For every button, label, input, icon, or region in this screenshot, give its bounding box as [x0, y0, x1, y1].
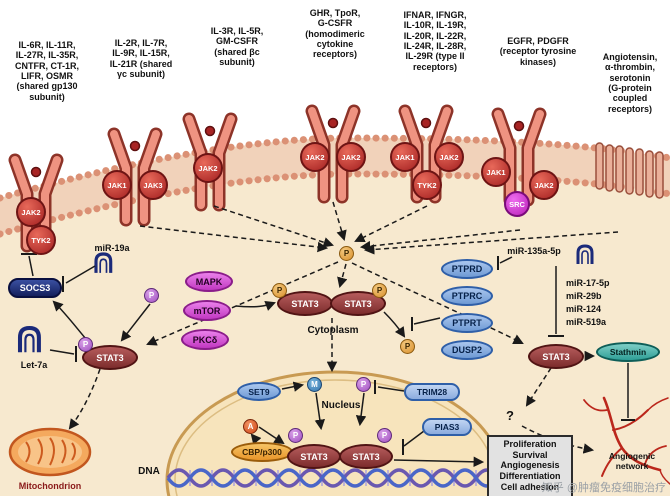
dusp2-node: DUSP2 — [441, 340, 493, 360]
mapk-node: MAPK — [185, 271, 233, 292]
mir135a-label: miR-135a-5p — [507, 246, 561, 256]
jak3-badge: JAK3 — [138, 170, 168, 200]
dna-label: DNA — [138, 466, 160, 477]
ptprd-node: PTPRD — [441, 259, 493, 279]
stat3-node-dimer-left: STAT3 — [277, 291, 333, 316]
nucleus-label: Nucleus — [321, 400, 361, 411]
mir-list-item: miR-17-5p — [566, 278, 610, 288]
outcome-item: Survival — [512, 449, 548, 460]
cell-body — [0, 174, 670, 496]
receptor-label-betac: IL-3R, IL-5R, GM-CSFR (shared βc subunit… — [210, 26, 264, 68]
gpcr-receptor-icon — [595, 142, 664, 199]
outcome-item: Angiogenesis — [500, 460, 560, 471]
pkcd-node: PKCδ — [181, 329, 229, 350]
jak2-badge: JAK2 — [193, 153, 223, 183]
mtor-node: mTOR — [183, 300, 231, 321]
ptprc-node: PTPRC — [441, 286, 493, 306]
angiogenic-network-label: Angiogenic network — [608, 451, 656, 471]
receptor-label-homodimeric: GHR, TpoR, G-CSFR (homodimeric cytokine … — [305, 8, 365, 60]
stat3-node-right: STAT3 — [528, 344, 584, 369]
stat3-node-nuclear-left: STAT3 — [287, 444, 341, 469]
src-badge: SRC — [504, 191, 530, 217]
tyk2-badge: TYK2 — [412, 170, 442, 200]
vessel-network-icon — [583, 396, 670, 485]
acetyl-mark: A — [243, 419, 258, 434]
set9-node: SET9 — [237, 382, 281, 401]
cytoplasm-label: Cytoplasm — [307, 325, 359, 336]
dna-helix-icon — [166, 468, 500, 488]
mitochondrion-label: Mitochondrion — [18, 481, 82, 491]
phospho-mark: P — [372, 283, 387, 298]
cbp-p300-node: CBP/p300 — [231, 442, 293, 462]
receptor-label-rtk: EGFR, PDGFR (receptor tyrosine kinases) — [499, 36, 577, 67]
stat3-node-nuclear-right: STAT3 — [339, 444, 393, 469]
jak2-badge: JAK2 — [529, 170, 559, 200]
trim28-node: TRIM28 — [404, 383, 460, 401]
outcome-item: Differentiation — [499, 471, 561, 482]
ptprt-node: PTPRT — [441, 313, 493, 333]
watermark: 知乎 @肿瘤免疫细胞治疗 — [541, 482, 666, 494]
pathway-arrows — [21, 201, 635, 468]
receptor-label-gammac: IL-2R, IL-7R, IL-9R, IL-15R, IL-21R (sha… — [109, 38, 173, 80]
phospho-mark: P — [78, 337, 93, 352]
socs3-node: SOCS3 — [8, 278, 62, 298]
receptor-label-gpcr: Angiotensin, α-thrombin, serotonin (G-pr… — [602, 52, 658, 114]
let7a-label: Let-7a — [20, 360, 48, 370]
phospho-mark: P — [288, 428, 303, 443]
stathmin-node: Stathmin — [596, 342, 660, 362]
jak1-badge: JAK1 — [481, 157, 511, 187]
receptor-label-gp130: IL-6R, IL-11R, IL-27R, IL-35R, CNTFR, CT… — [15, 40, 79, 102]
outcome-item: Proliferation — [503, 439, 557, 449]
mir19a-label: miR-19a — [94, 243, 130, 253]
mir-list-item: miR-519a — [566, 317, 607, 327]
jak2-badge: JAK2 — [336, 142, 366, 172]
jak1-badge: JAK1 — [390, 142, 420, 172]
receptor-label-type2: IFNAR, IFNGR, IL-10R, IL-19R, IL-20R, IL… — [403, 10, 467, 72]
outcomes-box: Proliferation Survival Angiogenesis Diff… — [487, 435, 573, 496]
mir-list-item: miR-124 — [566, 304, 602, 314]
jak2-badge: JAK2 — [16, 197, 46, 227]
mitochondrion-icon — [8, 427, 92, 477]
tyk2-badge: TYK2 — [26, 225, 56, 255]
jak2-badge: JAK2 — [300, 142, 330, 172]
phospho-mark: P — [272, 283, 287, 298]
question-mark-label: ? — [506, 408, 514, 423]
phospho-mark: P — [377, 428, 392, 443]
phospho-mark-central: P — [339, 246, 354, 261]
jak1-badge: JAK1 — [102, 170, 132, 200]
phospho-mark-free: P — [400, 339, 415, 354]
outcome-item: Cell adhesion — [500, 481, 560, 492]
jak2-badge: JAK2 — [434, 142, 464, 172]
pias3-node: PIAS3 — [422, 418, 472, 436]
methyl-mark: M — [307, 377, 322, 392]
mir-list-item: miR-29b — [566, 291, 602, 301]
phospho-mark: P — [144, 288, 159, 303]
phospho-mark: P — [356, 377, 371, 392]
